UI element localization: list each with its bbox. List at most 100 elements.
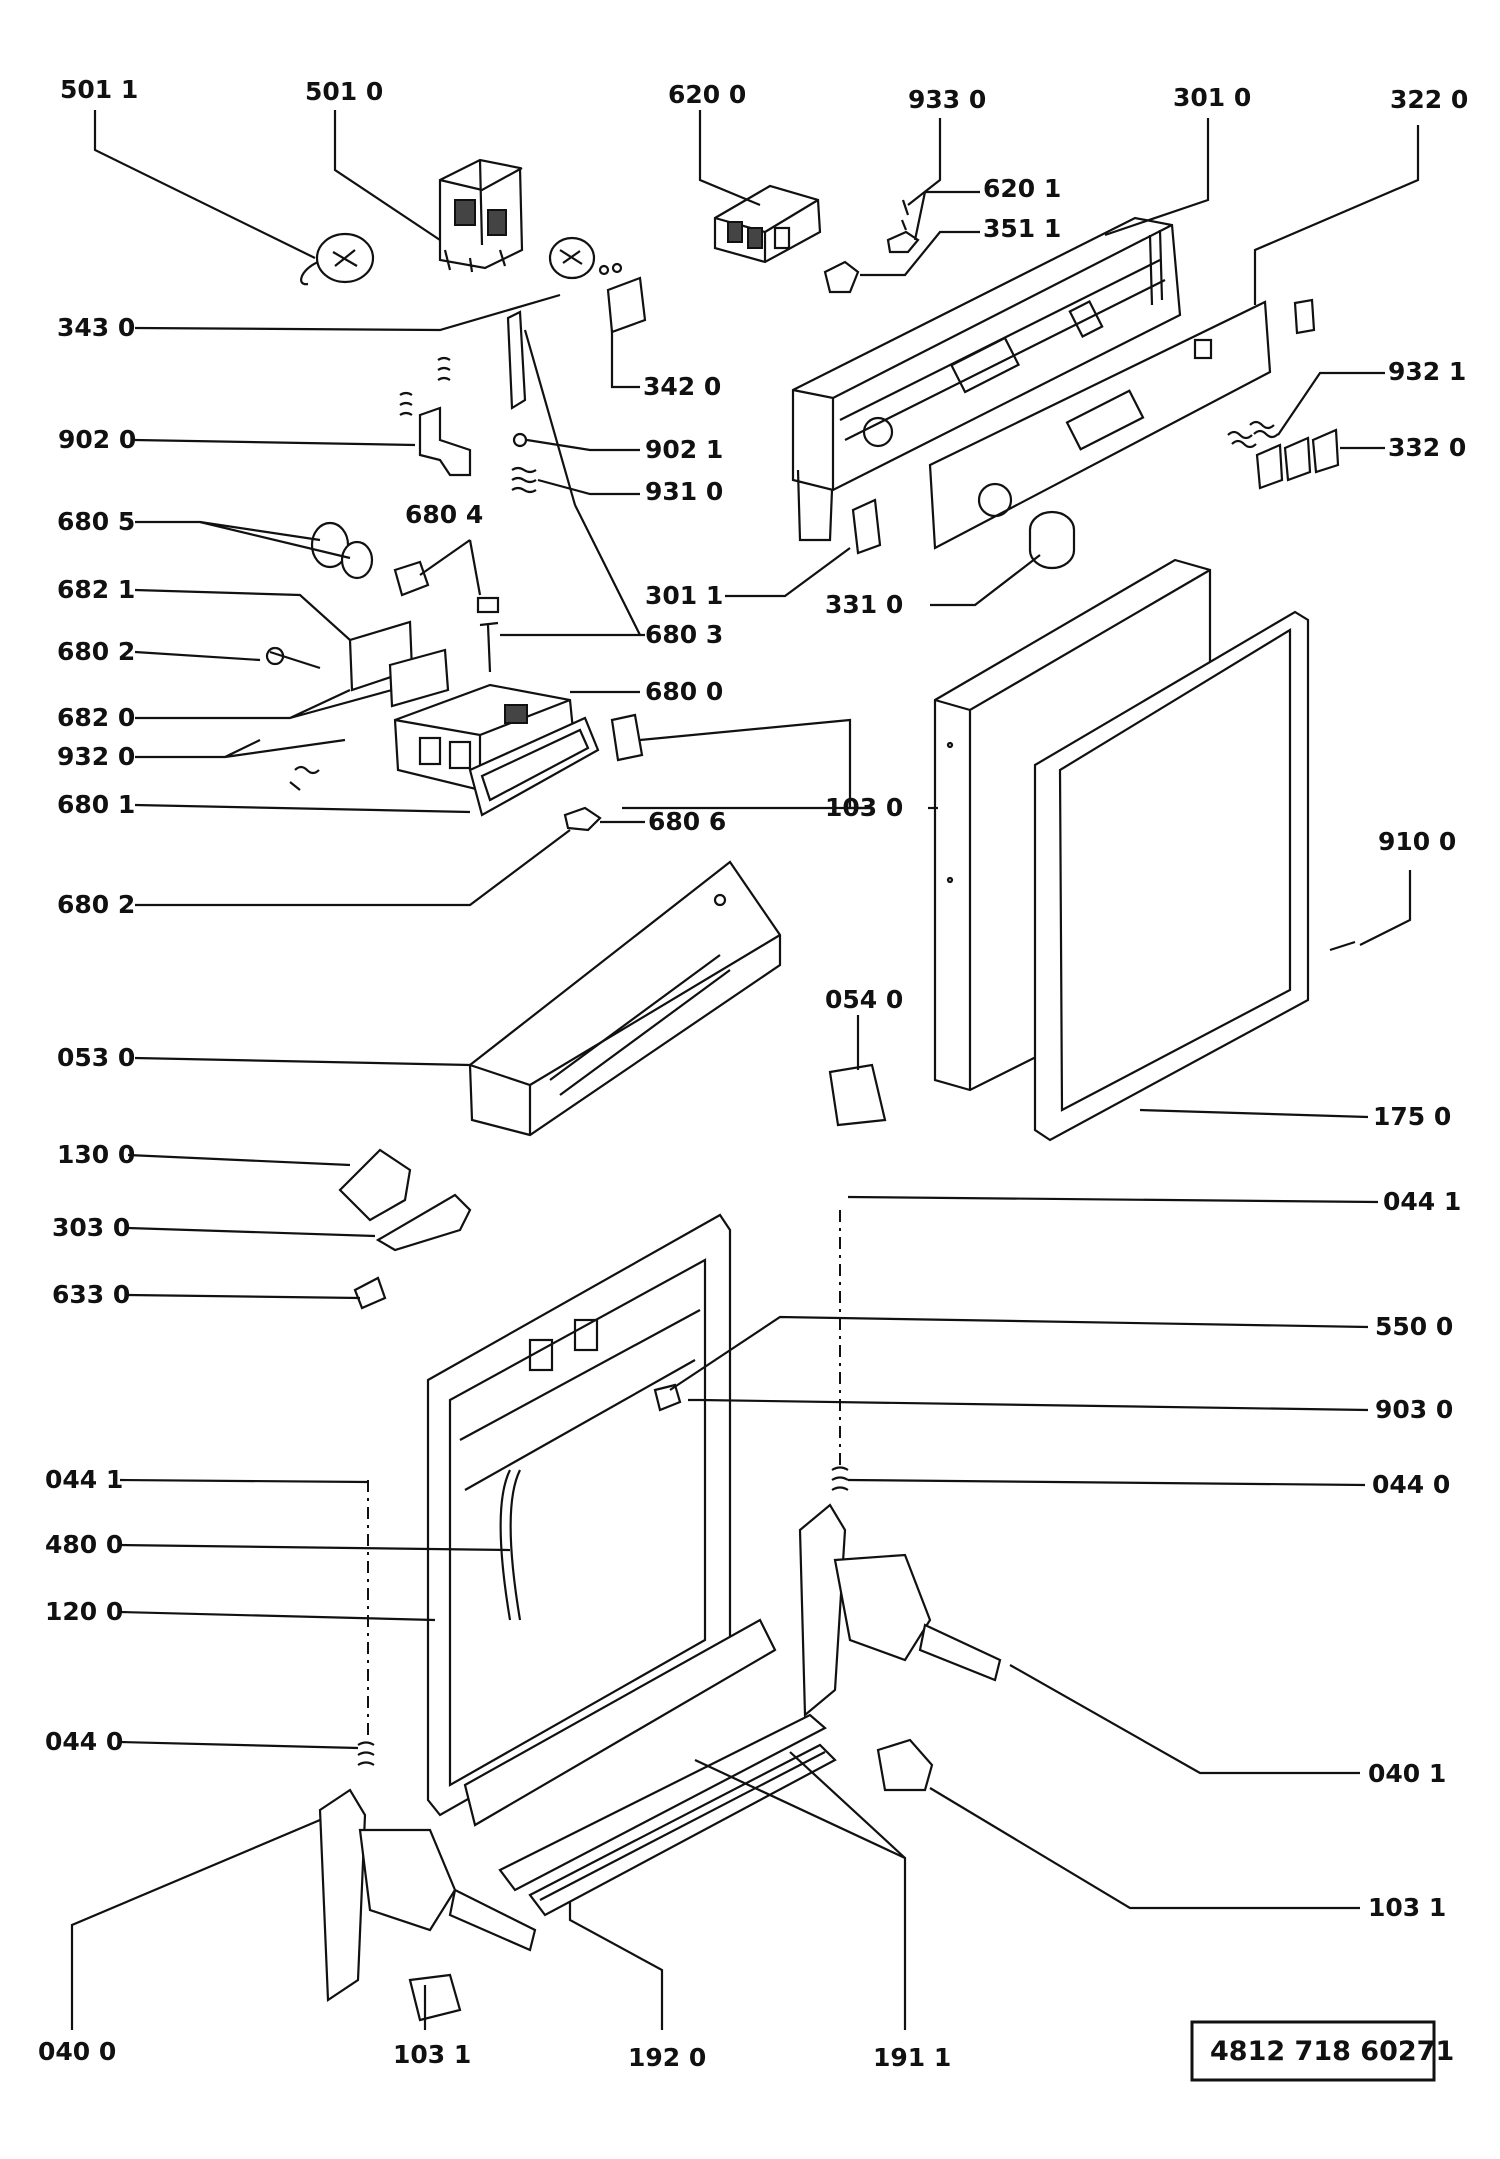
label-620-0: 620 0 [668,80,746,109]
board-682-0 [388,648,450,708]
part-550-0 [653,1383,682,1412]
label-044-1-right: 044 1 [1383,1187,1461,1216]
parts-drawings [266,158,1356,2022]
label-040-1: 040 1 [1368,1759,1446,1788]
label-192-0: 192 0 [628,2043,706,2072]
end-piece-103-1-bottom [408,1973,462,2022]
screw-910-0 [1329,940,1356,952]
cam-disc-343-0 [548,236,623,280]
cover-strip-053-0 [468,860,782,1137]
label-040-0: 040 0 [38,2037,116,2066]
ring-680-5-b [340,540,374,580]
bracket-342-0 [606,276,647,334]
strips-191-1 [463,1618,837,1917]
screw-680-3 [479,621,499,673]
label-903-0: 903 0 [1375,1395,1453,1424]
spring-932-0 [289,765,320,791]
spring-044-0-right [831,1466,849,1491]
lever-343-0 [506,310,527,410]
label-103-0: 103 0 [825,793,903,822]
label-680-3: 680 3 [645,620,723,649]
label-550-0: 550 0 [1375,1312,1453,1341]
spring-upper-mid [437,356,451,381]
end-piece-103-1-right [876,1738,934,1792]
hinge-040-1 [798,1503,1002,1718]
label-103-1-bottom: 103 1 [393,2040,471,2069]
label-480-0: 480 0 [45,1530,123,1559]
plate-680-4-b [476,596,500,614]
label-103-1-right: 103 1 [1368,1893,1446,1922]
wiring-480-0 [499,1469,522,1621]
gasket-175-0 [1033,610,1310,1142]
latch-130-0 [338,1148,412,1222]
label-680-4: 680 4 [405,500,483,529]
label-680-2-a: 680 2 [57,637,135,666]
end-cap-301-1 [851,498,882,555]
label-044-0-left: 044 0 [45,1727,123,1756]
label-343-0: 343 0 [57,313,135,342]
label-301-1: 301 1 [645,581,723,610]
label-130-0: 130 0 [57,1140,135,1169]
label-322-0: 322 0 [1390,85,1468,114]
switch-block-501-0 [438,158,524,273]
label-932-0: 932 0 [57,742,135,771]
spring-044-0-left [357,1741,375,1766]
clip-351-1 [823,260,860,294]
label-044-1-left: 044 1 [45,1465,123,1494]
label-191-1: 191 1 [873,2043,951,2072]
label-680-6: 680 6 [648,807,726,836]
label-301-0: 301 0 [1173,83,1251,112]
label-633-0: 633 0 [52,1280,130,1309]
control-panel-301-0 [791,216,1182,542]
reference-number-box: 4812 718 60271 [1190,2020,1454,2082]
label-910-0: 910 0 [1378,827,1456,856]
knob-331-0 [1028,510,1076,570]
label-054-0: 054 0 [825,985,903,1014]
knob-501-1 [300,232,375,286]
clip-620-1 [886,230,920,254]
bracket-303-0 [375,1193,472,1252]
front-plate-322-0 [928,300,1272,550]
label-053-0: 053 0 [57,1043,135,1072]
label-120-0: 120 0 [45,1597,123,1626]
label-902-0: 902 0 [58,425,136,454]
label-682-0: 682 0 [57,703,135,732]
label-680-0: 680 0 [645,677,723,706]
label-932-1: 932 1 [1388,357,1466,386]
plate-902-0 [418,406,472,477]
label-501-0: 501 0 [305,77,383,106]
clip-633-0 [353,1276,387,1310]
clip-680-6 [610,713,644,762]
buttons-332-0 [1255,298,1340,490]
label-331-0: 331 0 [825,590,903,619]
label-351-1: 351 1 [983,214,1061,243]
part-680-4 [393,560,430,597]
clip-680-2-b [563,806,602,832]
spring-931-0 [511,466,537,494]
label-175-0: 175 0 [1373,1102,1451,1131]
label-303-0: 303 0 [52,1213,130,1242]
label-682-1: 682 1 [57,575,135,604]
wire-933-0 [900,199,910,231]
label-501-1: 501 1 [60,75,138,104]
label-933-0: 933 0 [908,85,986,114]
frame-680-1 [468,716,600,817]
label-680-1: 680 1 [57,790,135,819]
callout-labels: 501 1 501 0 620 0 933 0 301 0 322 0 620 … [38,75,1468,2072]
label-931-0: 931 0 [645,477,723,506]
label-332-0: 332 0 [1388,433,1466,462]
spring-upper-left [399,391,413,416]
part-054-0 [828,1063,887,1127]
label-680-2-b: 680 2 [57,890,135,919]
label-680-5: 680 5 [57,507,135,536]
reference-number: 4812 718 60271 [1210,2036,1454,2067]
label-044-0-right: 044 0 [1372,1470,1450,1499]
washer-902-1 [512,432,528,448]
leader-lines [70,110,1420,2030]
contactor-620-0 [713,184,822,264]
springs-932-1 [1227,420,1279,449]
label-342-0: 342 0 [643,372,721,401]
pin-680-2 [266,646,321,670]
label-902-1: 902 1 [645,435,723,464]
